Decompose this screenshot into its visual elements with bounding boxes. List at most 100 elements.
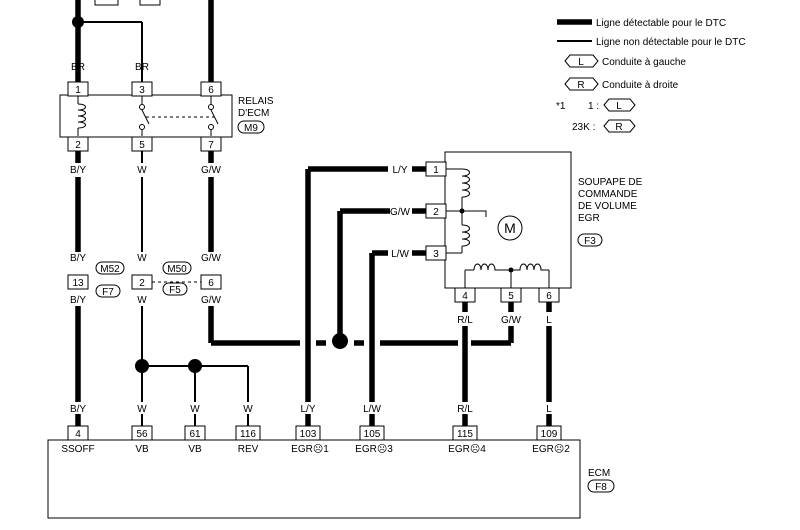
relay-pin-3: 3 — [139, 85, 145, 96]
valve-pin-4: 4 — [462, 291, 468, 302]
conn-wire-bottom-1: B/Y — [70, 295, 86, 306]
valve-title-4: EGR — [578, 213, 600, 224]
ecm-label-ssoff: SSOFF — [61, 444, 94, 455]
conn-wire-top-3: G/W — [201, 253, 222, 264]
relay-wire-bottom-3: G/W — [201, 165, 222, 176]
conn-pin-2: 2 — [139, 278, 145, 289]
valve-bottom-coil-icon — [464, 263, 550, 288]
ecm-pin-61: 61 — [189, 429, 201, 440]
egr-volume-control-valve: 1 2 3 L/Y G/W L/W M — [390, 151, 643, 326]
valve-wire-1: L/Y — [392, 165, 407, 176]
ecm-wire-egr3: L/W — [363, 404, 381, 415]
conn-code-f5: F5 — [169, 285, 181, 296]
relay-wire-bottom-1: B/Y — [70, 165, 86, 176]
lhd-badge — [564, 54, 599, 68]
splice-dot-top — [72, 16, 84, 28]
ecm-code-badge — [587, 479, 615, 493]
ecm-module: ECM F8 — [47, 439, 615, 519]
legend-note-row2: 23K : — [572, 122, 595, 133]
ecm-label-egr3: EGR☹3 — [355, 443, 393, 455]
relay-pin-7: 7 — [208, 140, 214, 151]
valve-pin-2: 2 — [433, 207, 439, 218]
ecm-code: F8 — [595, 482, 607, 493]
note-rhd-badge — [603, 119, 636, 133]
ecm-wire-egr1: L/Y — [300, 404, 315, 415]
valve-wire-4: R/L — [457, 315, 473, 326]
relay-pin-5: 5 — [139, 140, 145, 151]
conn-pin-13: 13 — [72, 278, 84, 289]
conn-wire-bottom-3: G/W — [201, 295, 222, 306]
legend-note-marker: *1 — [556, 101, 566, 112]
legend-non-detectable: Ligne non détectable pour le DTC — [596, 37, 746, 48]
ecm-pin-56: 56 — [136, 429, 148, 440]
ecm-wire-vb1: W — [137, 404, 147, 415]
valve-pin-1: 1 — [433, 165, 439, 176]
valve-title-1: SOUPAPE DE — [578, 177, 643, 188]
conn-code-f7: F7 — [102, 287, 114, 298]
lower-wiring — [75, 166, 552, 426]
ecm-label-egr2: EGR☹2 — [532, 443, 570, 455]
note-lhd-badge — [603, 98, 636, 112]
conn-code-m52: M52 — [100, 264, 120, 275]
legend-rhd-text: Conduite à droite — [602, 80, 679, 91]
relay-wire-top-1: BR — [71, 62, 85, 73]
legend-note-code1: L — [616, 101, 622, 112]
ecm-label-egr1: EGR☹1 — [291, 443, 329, 455]
conn-wire-top-2: W — [137, 253, 147, 264]
relay-pin-1: 1 — [75, 85, 81, 96]
relay-title-2: D'ECM — [238, 108, 269, 119]
conn-pin-6: 6 — [208, 278, 214, 289]
ecm-pin-4: 4 — [75, 429, 81, 440]
conn-code-f5-badge — [162, 282, 188, 296]
conn-code-m52-badge — [95, 261, 125, 275]
legend-rhd-code: R — [577, 80, 584, 91]
relay-wire-top-2: BR — [135, 62, 149, 73]
relay-wire-top-3: L — [208, 62, 214, 73]
ecm-terminals: B/Y 4 SSOFF W 56 VB W 61 VB W 116 REV L/… — [61, 404, 570, 455]
ecm-label-vb1: VB — [135, 444, 149, 455]
ecm-pin-105: 105 — [364, 429, 381, 440]
legend: Ligne détectable pour le DTC Ligne non d… — [556, 18, 746, 133]
ecm-wire-ssoff: B/Y — [70, 404, 86, 415]
motor-icon — [497, 215, 523, 241]
splice-dot-w1 — [135, 359, 149, 373]
ecm-label-rev: REV — [238, 444, 259, 455]
valve-wire-5: G/W — [501, 315, 522, 326]
relay-switch-icon — [139, 96, 219, 136]
valve-pin-5: 5 — [508, 291, 514, 302]
ecm-title: ECM — [588, 468, 610, 479]
legend-note-row1: 1 : — [588, 101, 599, 112]
conn-code-m50: M50 — [167, 264, 187, 275]
valve-pin-6: 6 — [546, 291, 552, 302]
conn-code-f7-badge — [95, 284, 121, 298]
valve-code: F3 — [584, 236, 596, 247]
ecm-wire-egr2: L — [546, 404, 552, 415]
ecm-pin-103: 103 — [300, 429, 317, 440]
relay-code: M9 — [244, 123, 258, 134]
valve-wire-6: L — [546, 315, 552, 326]
motor-label: M — [504, 220, 516, 236]
relay-wire-bottom-2: W — [137, 165, 147, 176]
ecm-relay: 1 3 6 2 5 7 RELAIS D'ECM — [59, 81, 274, 152]
relay-code-badge — [237, 120, 265, 134]
ecm-pin-115: 115 — [457, 429, 473, 440]
valve-title-3: DE VOLUME — [578, 201, 637, 212]
valve-pin-3: 3 — [433, 249, 439, 260]
splice-dot-w2 — [188, 359, 202, 373]
conn-wire-top-1: B/Y — [70, 253, 86, 264]
ecm-label-egr4: EGR☹4 — [448, 443, 486, 455]
valve-code-badge — [577, 233, 603, 247]
rhd-badge — [564, 77, 599, 91]
ecm-label-vb2: VB — [188, 444, 202, 455]
relay-coil-icon — [77, 96, 86, 136]
valve-wire-2: G/W — [390, 207, 411, 218]
legend-note-code2: R — [615, 122, 622, 133]
ecm-wire-egr4: R/L — [457, 404, 473, 415]
conn-wire-bottom-2: W — [137, 295, 147, 306]
relay-to-connector-wires — [75, 151, 214, 252]
valve-coil-icon — [446, 168, 487, 254]
middle-connector: B/Y W G/W M52 M50 13 2 6 F7 F5 B/Y W G/W — [67, 253, 222, 306]
legend-lhd-text: Conduite à gauche — [602, 57, 686, 68]
valve-wire-3: L/W — [391, 249, 409, 260]
